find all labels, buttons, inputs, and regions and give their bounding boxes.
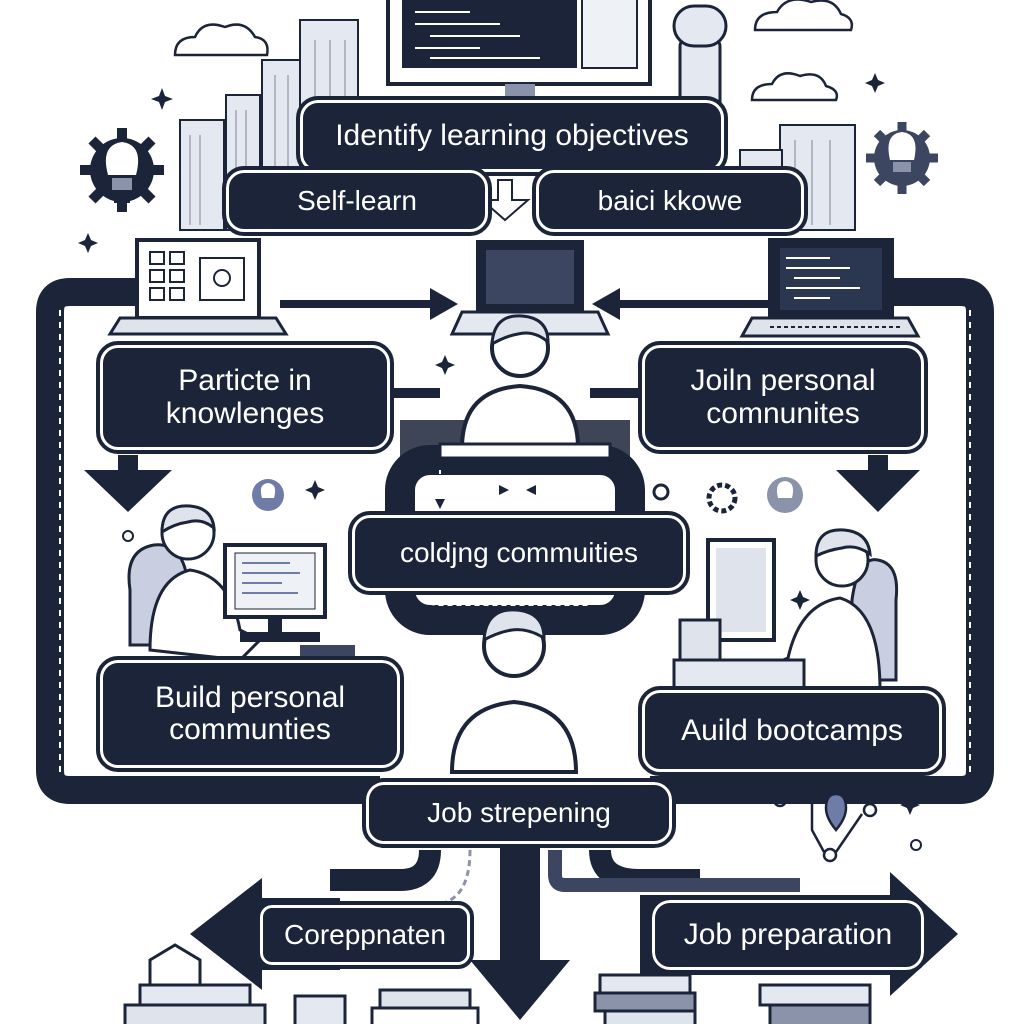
student-figure [438,314,612,460]
build-personal-text: Build personal communties [154,680,346,746]
student-figure [449,608,579,774]
flow-branch [548,850,800,892]
flow-branch [589,849,700,891]
flow-branch [330,849,441,891]
gear-icon [706,482,738,514]
join-communities-text: Joiln personal comnunites [690,364,876,430]
down-arrow [470,830,570,1020]
laptop-icon [107,238,289,336]
basic-knowledge-label: baici kkowe [532,166,808,236]
sparkle-icon [435,355,455,375]
join-communities-label: Joiln personal comnunites [638,341,928,454]
network-nodes-icon [772,792,878,863]
laptop-icon [739,238,921,338]
lightbulb-gear-icon [767,477,803,513]
self-learn-label: Self-learn [222,166,492,236]
build-bootcamps-label: Auild bootcamps [638,686,946,776]
job-preparation-label: Job preparation [648,896,928,974]
book-stack-icon [123,943,872,1029]
flow-branch [429,849,472,907]
desktop-monitor-icon [386,0,652,106]
job-preparation-text: Job preparation [683,917,893,951]
lightbulb-gear-icon [252,479,284,511]
sparkle-icon [78,233,98,253]
outer-flow-loop [36,278,380,804]
identify-objectives-text: Identify learning objectives [335,118,689,152]
sparkle-icon [900,795,920,815]
build-bootcamps-text: Auild bootcamps [681,713,903,747]
self-learn-text: Self-learn [297,184,417,216]
coding-communities-label: coldjng commuities [348,511,690,595]
lightbulb-gear-icon [80,128,164,212]
sparkle-icon [865,73,885,93]
student-at-desk [672,528,899,692]
cloud-icon [173,0,854,102]
participate-label: Particte in knowlenges [96,341,394,454]
sparkle-icon [305,480,325,500]
corporation-label: Coreppnaten [256,901,474,969]
job-strengthening-label: Job strepening [362,778,676,848]
basic-knowledge-text: baici kkowe [597,184,743,216]
sparkle-icon [790,590,810,610]
down-arrow [479,179,531,222]
down-arrow [836,455,920,512]
coding-communities-text: coldjng commuities [399,536,639,568]
sparkle-icon [151,88,173,110]
build-personal-label: Build personal communties [96,656,404,772]
outer-flow-loop-right [650,278,994,804]
corporation-text: Coreppnaten [284,918,446,950]
participate-text: Particte in knowlenges [165,364,325,430]
down-arrow [84,455,172,512]
job-strengthening-text: Job strepening [427,796,611,828]
lightbulb-gear-icon [866,122,938,194]
identify-objectives-label: Identify learning objectives [296,96,728,176]
student-at-desk [127,504,370,662]
